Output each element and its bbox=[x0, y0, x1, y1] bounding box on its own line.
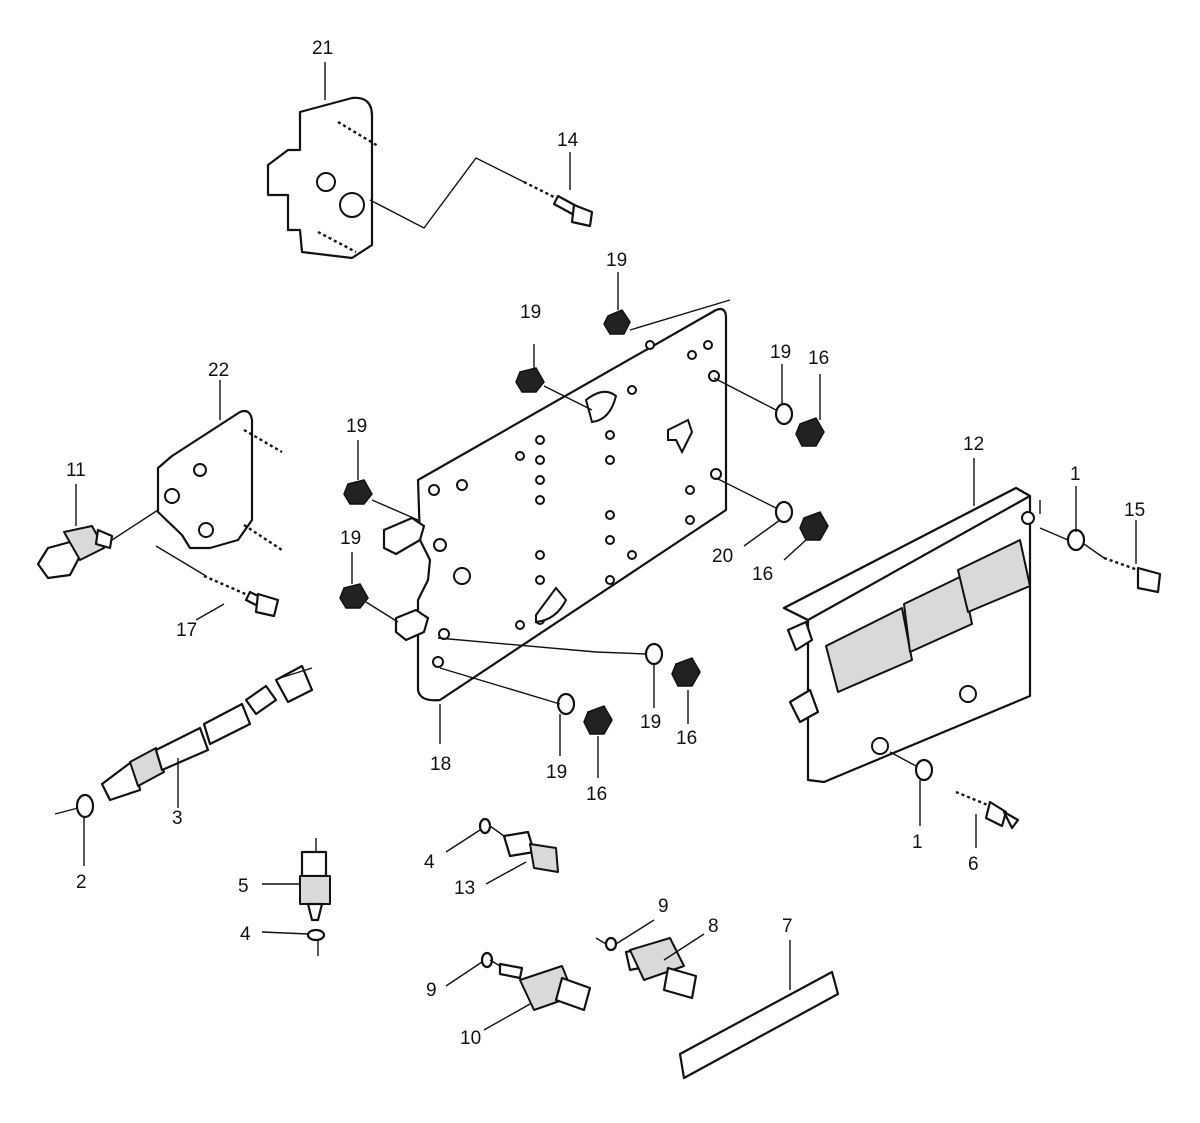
callout-19: 19 bbox=[640, 712, 661, 733]
callout-18: 18 bbox=[430, 754, 451, 775]
callout-13: 13 bbox=[454, 878, 475, 899]
oring-2 bbox=[75, 793, 95, 819]
bracket-22 bbox=[156, 409, 283, 552]
sensor-8 bbox=[624, 937, 698, 1000]
fasteners bbox=[339, 309, 1086, 782]
callout-12: 12 bbox=[963, 434, 984, 455]
callout-16: 16 bbox=[676, 728, 697, 749]
control-module-12 bbox=[782, 486, 1035, 784]
oring-9-lower bbox=[480, 951, 494, 969]
label-strip-7 bbox=[678, 970, 840, 1080]
sensor-10 bbox=[498, 962, 592, 1012]
plate-18 bbox=[382, 307, 728, 702]
oring-4-upper bbox=[478, 817, 492, 835]
callout-6: 6 bbox=[968, 854, 979, 875]
callout-15: 15 bbox=[1124, 500, 1145, 521]
callout-22: 22 bbox=[208, 360, 229, 381]
washer-4-lower bbox=[306, 928, 326, 942]
callout-9: 9 bbox=[658, 896, 669, 917]
sensor-11 bbox=[36, 525, 114, 580]
callout-11: 11 bbox=[66, 460, 86, 481]
oring-9-upper bbox=[604, 936, 618, 952]
callout-19: 19 bbox=[346, 416, 367, 437]
sensor-13 bbox=[502, 830, 559, 873]
bolt-6 bbox=[955, 790, 1020, 830]
callout-19: 19 bbox=[770, 342, 791, 363]
callout-17: 17 bbox=[176, 620, 197, 641]
callout-3: 3 bbox=[172, 808, 183, 829]
bolt-14 bbox=[523, 180, 594, 228]
callout-4: 4 bbox=[424, 852, 435, 873]
callout-19: 19 bbox=[340, 528, 361, 549]
bracket-21 bbox=[266, 96, 379, 260]
callout-19: 19 bbox=[520, 302, 541, 323]
bolt-15 bbox=[1103, 556, 1162, 594]
callout-16: 16 bbox=[752, 564, 773, 585]
callout-1: 1 bbox=[1070, 464, 1081, 485]
callout-8: 8 bbox=[708, 916, 719, 937]
sensor-3 bbox=[100, 664, 314, 802]
callout-labels: 21 14 19 19 19 16 22 19 12 11 1 15 19 20… bbox=[66, 38, 1145, 1049]
callout-4: 4 bbox=[240, 924, 251, 945]
callout-20: 20 bbox=[712, 546, 733, 567]
bolt-17 bbox=[203, 574, 280, 618]
callout-21: 21 bbox=[312, 38, 333, 59]
callout-19: 19 bbox=[606, 250, 627, 271]
callout-5: 5 bbox=[238, 876, 249, 897]
callout-16: 16 bbox=[808, 348, 829, 369]
callout-16: 16 bbox=[586, 784, 607, 805]
callout-19: 19 bbox=[546, 762, 567, 783]
callout-9: 9 bbox=[426, 980, 437, 1001]
callout-14: 14 bbox=[557, 130, 579, 151]
leader-lines bbox=[54, 62, 1137, 1031]
sensor-5 bbox=[299, 850, 331, 922]
callout-10: 10 bbox=[460, 1028, 481, 1049]
callout-2: 2 bbox=[76, 872, 87, 893]
callout-1: 1 bbox=[912, 832, 923, 853]
callout-7: 7 bbox=[782, 916, 793, 937]
